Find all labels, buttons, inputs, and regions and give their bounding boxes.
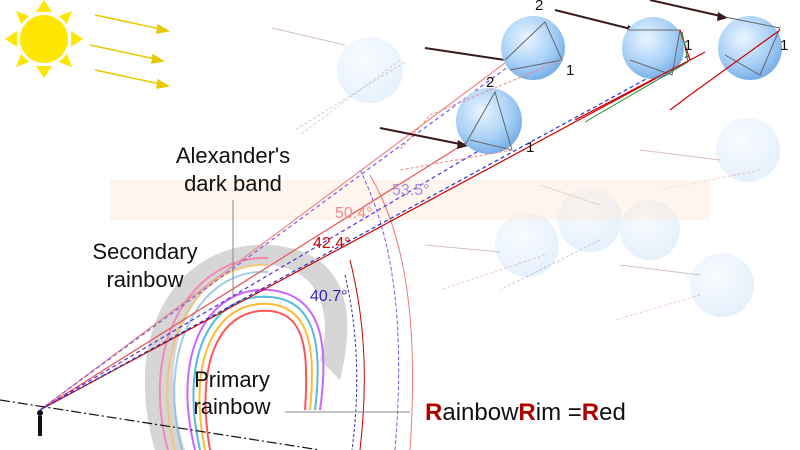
angle-arcs [344,169,414,450]
sun-icon [5,0,83,78]
angle-40-label: 40.7° [310,288,348,305]
angle-42-label: 42.4° [313,235,351,252]
watermark-band [110,180,710,220]
leader-lines [232,200,410,413]
incoming-rays [379,0,728,149]
reflection-number: 2 [535,0,543,14]
secondary-rainbow-label: rainbow [106,267,183,292]
reflection-number: 1 [566,62,574,79]
reflection-number: 1 [684,37,692,54]
primary-rainbow-label: Primary [194,367,270,392]
reflection-numbers: 2 1 1 1 2 1 [486,0,788,156]
rim-mnemonic: RainbowRim =Red [425,399,626,426]
reflection-number: 2 [486,74,494,91]
faint-droplets [337,37,780,317]
reflection-number: 1 [526,139,534,156]
observer-icon [37,410,43,436]
reflection-number: 1 [780,37,788,54]
observer-rays [39,51,706,411]
dark-band-label: Alexander's [176,143,290,168]
internal-paths [399,16,781,171]
secondary-rainbow-label: Secondary [92,239,197,264]
sun-rays [89,14,171,89]
primary-rainbow-label: rainbow [193,394,270,419]
angle-53-label: 53.5° [392,182,430,199]
angle-50-label: 50.4° [335,205,373,222]
faint-rays [271,27,761,321]
dark-band-label: dark band [184,171,282,196]
